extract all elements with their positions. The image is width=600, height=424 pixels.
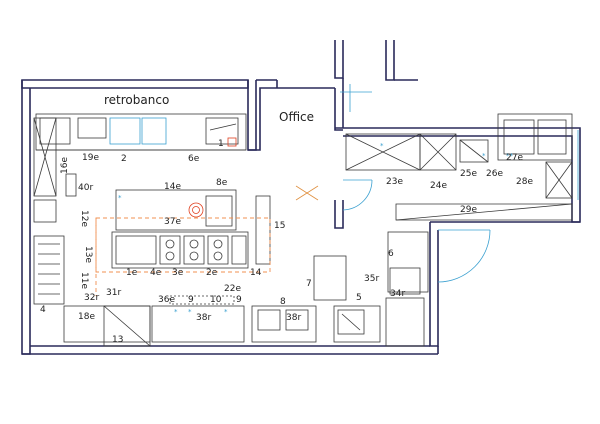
upper-right-equipment: [345, 113, 579, 221]
label-2e: 2e: [206, 268, 218, 278]
svg-text:*: *: [482, 152, 486, 160]
label-9a: 9: [188, 295, 194, 305]
label-4e: 4e: [150, 268, 162, 278]
svg-text:*: *: [188, 308, 192, 316]
hood-dashed-outline: [95, 217, 271, 296]
label-23e: 23e: [386, 177, 403, 187]
outer-walls: [21, 40, 581, 355]
label-35r: 35r: [364, 274, 379, 284]
label-1e: 1e: [126, 268, 138, 278]
label-1: 1: [218, 139, 224, 149]
label-18e: 18e: [78, 312, 95, 322]
label-36e: 36e: [158, 295, 175, 305]
label-2: 2: [121, 154, 127, 164]
center-table: [313, 231, 429, 301]
label-38r-b: 38r: [286, 313, 301, 323]
label-25e: 25e: [460, 169, 477, 179]
label-11e: 11e: [79, 272, 89, 289]
top-counter: [35, 113, 247, 151]
label-27e: 27e: [506, 153, 523, 163]
label-34r: 34r: [390, 289, 405, 299]
room-label-retrobanco: retrobanco: [104, 93, 169, 107]
label-19e: 19e: [82, 153, 99, 163]
label-37e: 37e: [164, 217, 181, 227]
label-8: 8: [280, 297, 286, 307]
label-14: 14: [250, 268, 262, 278]
label-31r: 31r: [106, 288, 121, 298]
room-label-office: Office: [279, 110, 314, 124]
label-29e: 29e: [460, 205, 477, 215]
label-6e: 6e: [188, 154, 200, 164]
label-15: 15: [274, 221, 285, 231]
label-6: 6: [388, 249, 394, 259]
left-equipment: [33, 117, 77, 305]
label-14e: 14e: [164, 182, 181, 192]
label-24e: 24e: [430, 181, 447, 191]
label-9b: 9: [236, 295, 242, 305]
svg-text:*: *: [380, 142, 384, 150]
label-38r-a: 38r: [196, 313, 211, 323]
label-13: 13: [112, 335, 123, 345]
markers: * * * ** * * *: [118, 142, 514, 316]
equipment-labels: 19e 2 6e 1 40r 16e 14e 8e 37e 15 12e 13e…: [40, 139, 533, 345]
label-7: 7: [306, 279, 312, 289]
label-32r: 32r: [84, 293, 99, 303]
label-28e: 28e: [516, 177, 533, 187]
bottom-counter: [63, 267, 425, 347]
label-16e: 16e: [60, 157, 70, 174]
door-swings: [295, 84, 491, 283]
label-4: 4: [40, 305, 46, 315]
svg-text:**: **: [506, 152, 514, 160]
label-13e: 13e: [83, 246, 93, 263]
label-12e: 12e: [79, 210, 89, 227]
label-8e: 8e: [216, 178, 228, 188]
label-3e: 3e: [172, 268, 184, 278]
label-26e: 26e: [486, 169, 503, 179]
svg-text:*: *: [174, 308, 178, 316]
label-5: 5: [356, 293, 362, 303]
central-island: [111, 189, 271, 269]
label-10: 10: [210, 295, 222, 305]
label-22e: 22e: [224, 284, 241, 294]
svg-text:*: *: [224, 308, 228, 316]
svg-text:*: *: [118, 194, 122, 202]
label-40r: 40r: [78, 183, 93, 193]
